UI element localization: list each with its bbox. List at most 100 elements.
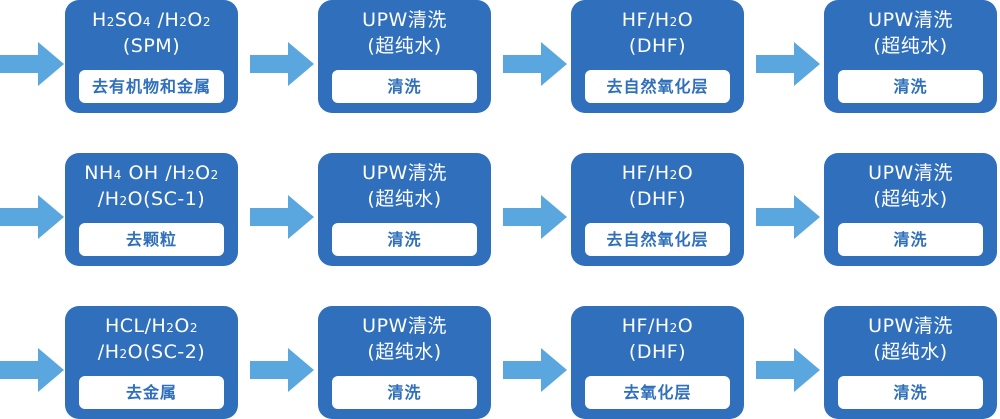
process-step-box: UPW清洗 (超纯水) 清洗 xyxy=(318,0,491,113)
formula-text: HF/H xyxy=(621,315,670,337)
process-step-box: NH4 OH /H2O2/H2O(SC-1)去颗粒 xyxy=(65,153,238,266)
formula-text: (DHF) xyxy=(628,341,687,363)
process-step-box: UPW清洗 (超纯水) 清洗 xyxy=(318,153,491,266)
subscript-digit: 2 xyxy=(119,347,128,361)
step-purpose-label: 去自然氧化层 xyxy=(585,70,730,103)
step-purpose-label: 清洗 xyxy=(332,223,477,256)
step-purpose-label: 清洗 xyxy=(838,223,983,256)
formula-text: /H xyxy=(97,188,120,210)
subscript-digit: 2 xyxy=(202,15,212,29)
process-step-box: HF/H2O(DHF)去氧化层 xyxy=(571,306,744,419)
formula-text: O xyxy=(174,315,190,337)
formula-text: HF/H xyxy=(621,162,670,184)
step-chemistry-line-2: (超纯水) xyxy=(824,341,997,363)
right-arrow-icon xyxy=(250,348,314,392)
step-purpose-label: 清洗 xyxy=(332,376,477,409)
formula-text: O xyxy=(187,9,203,31)
formula-text: UPW清洗 xyxy=(868,9,953,31)
subscript-digit: 2 xyxy=(186,168,196,182)
formula-text: O xyxy=(677,162,694,184)
formula-text: (DHF) xyxy=(628,188,687,210)
subscript-digit: 4 xyxy=(142,15,152,29)
subscript-digit: 2 xyxy=(210,168,219,182)
step-chemistry-line-2: (DHF) xyxy=(571,188,744,210)
step-purpose-label: 清洗 xyxy=(838,70,983,103)
formula-text: (超纯水) xyxy=(873,341,948,363)
process-step-box: HF/H2O(DHF)去自然氧化层 xyxy=(571,0,744,113)
right-arrow-icon xyxy=(0,195,64,239)
formula-text: /H xyxy=(151,9,180,31)
step-purpose-label: 去有机物和金属 xyxy=(79,70,224,103)
subscript-digit: 2 xyxy=(669,168,678,182)
formula-text: (SPM) xyxy=(122,35,181,57)
step-chemistry-line-1: UPW清洗 xyxy=(318,162,491,184)
step-chemistry-line-2: (超纯水) xyxy=(824,35,997,57)
formula-text: NH xyxy=(84,162,114,184)
process-step-box: UPW清洗 (超纯水) 清洗 xyxy=(824,306,997,419)
step-chemistry-line-2: (超纯水) xyxy=(318,35,491,57)
subscript-digit: 4 xyxy=(113,168,122,182)
step-purpose-label: 清洗 xyxy=(332,70,477,103)
formula-text: O xyxy=(677,315,694,337)
formula-text: UPW清洗 xyxy=(868,162,953,184)
step-chemistry-line-2: /H2O(SC-2) xyxy=(65,341,238,365)
right-arrow-icon xyxy=(756,42,820,86)
subscript-digit: 2 xyxy=(669,15,678,29)
step-purpose-label: 去自然氧化层 xyxy=(585,223,730,256)
step-chemistry-line-2: (超纯水) xyxy=(318,188,491,210)
subscript-digit: 2 xyxy=(189,321,199,335)
step-chemistry-line-1: HF/H2O xyxy=(571,9,744,33)
formula-text: (超纯水) xyxy=(367,188,442,210)
formula-text: OH /H xyxy=(121,162,187,184)
process-step-box: UPW清洗 (超纯水) 清洗 xyxy=(824,0,997,113)
process-step-box: HCL/H2O2/H2O(SC-2) 去金属 xyxy=(65,306,238,419)
step-chemistry-line-1: UPW清洗 xyxy=(824,315,997,337)
process-step-box: HF/H2O(DHF)去自然氧化层 xyxy=(571,153,744,266)
formula-text: O(SC-1) xyxy=(127,188,206,210)
step-chemistry-line-1: UPW清洗 xyxy=(318,9,491,31)
right-arrow-icon xyxy=(756,195,820,239)
step-purpose-label: 清洗 xyxy=(838,376,983,409)
right-arrow-icon xyxy=(503,195,567,239)
step-chemistry-line-2: (超纯水) xyxy=(824,188,997,210)
formula-text: H xyxy=(91,9,107,31)
step-chemistry-line-1: NH4 OH /H2O2 xyxy=(65,162,238,186)
formula-text: O xyxy=(677,9,694,31)
right-arrow-icon xyxy=(756,348,820,392)
right-arrow-icon xyxy=(503,42,567,86)
subscript-digit: 2 xyxy=(106,15,115,29)
subscript-digit: 2 xyxy=(119,194,128,208)
subscript-digit: 2 xyxy=(669,321,678,335)
formula-text: /H xyxy=(97,341,120,363)
formula-text: O xyxy=(195,162,211,184)
step-purpose-label: 去颗粒 xyxy=(79,223,224,256)
right-arrow-icon xyxy=(0,348,64,392)
right-arrow-icon xyxy=(0,42,64,86)
right-arrow-icon xyxy=(503,348,567,392)
step-chemistry-line-2: (DHF) xyxy=(571,35,744,57)
formula-text: UPW清洗 xyxy=(362,162,447,184)
right-arrow-icon xyxy=(250,195,314,239)
formula-text: (超纯水) xyxy=(367,341,442,363)
step-chemistry-line-1: HF/H2O xyxy=(571,315,744,339)
formula-text: UPW清洗 xyxy=(868,315,953,337)
formula-text: (超纯水) xyxy=(873,188,948,210)
step-purpose-label: 去氧化层 xyxy=(585,376,730,409)
step-chemistry-line-2: (SPM) xyxy=(65,35,238,57)
step-chemistry-line-1: UPW清洗 xyxy=(824,162,997,184)
right-arrow-icon xyxy=(250,42,314,86)
formula-text: HF/H xyxy=(621,9,670,31)
step-chemistry-line-2: (DHF) xyxy=(571,341,744,363)
formula-text: UPW清洗 xyxy=(362,9,447,31)
formula-text: SO xyxy=(114,9,143,31)
step-chemistry-line-1: HF/H2O xyxy=(571,162,744,186)
formula-text: UPW清洗 xyxy=(362,315,447,337)
step-chemistry-line-2: (超纯水) xyxy=(318,341,491,363)
step-chemistry-line-1: HCL/H2O2 xyxy=(65,315,238,339)
process-step-box: UPW清洗 (超纯水) 清洗 xyxy=(824,153,997,266)
step-purpose-label: 去金属 xyxy=(79,376,224,409)
step-chemistry-line-2: /H2O(SC-1) xyxy=(65,188,238,212)
